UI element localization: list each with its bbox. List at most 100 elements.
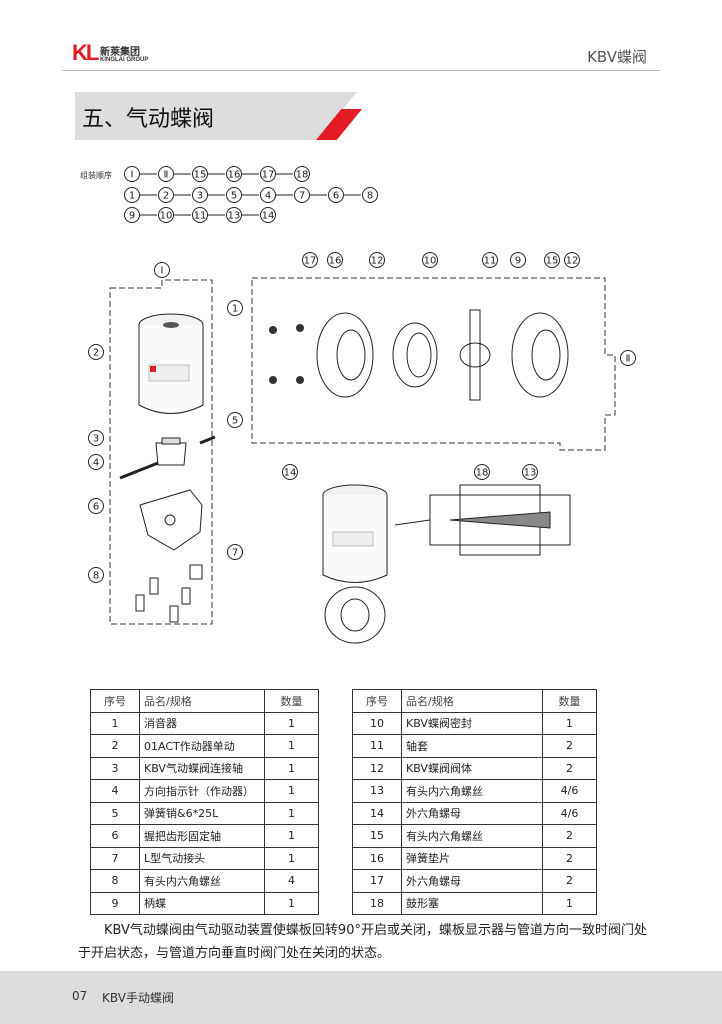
callout-label: 2 xyxy=(93,348,99,359)
callout-label: 14 xyxy=(284,468,297,479)
company-logo: KL 新莱集团 KINGLAI GROUP xyxy=(62,40,172,70)
cell-qty: 1 xyxy=(542,711,597,735)
cell-name: L型气动接头 xyxy=(139,846,265,870)
callout-label: 17 xyxy=(304,256,317,267)
callout-label: 12 xyxy=(371,256,384,267)
callout-label: 16 xyxy=(329,256,342,267)
description-paragraph: KBV气动蝶阀由气动驱动装置使蝶板回转90°开启或关闭，蝶板显示器与管道方向一致… xyxy=(78,923,647,961)
cell-no: 13 xyxy=(352,779,402,803)
cell-qty: 4 xyxy=(264,869,319,893)
col-header-qty: 数量 xyxy=(542,689,597,713)
cell-qty: 1 xyxy=(542,891,597,915)
callout-label: 3 xyxy=(93,434,99,445)
col-header-qty: 数量 xyxy=(264,689,319,713)
sequence-circle xyxy=(124,166,140,182)
sequence-circle xyxy=(260,166,276,182)
cell-no: 10 xyxy=(352,711,402,735)
col-header-no: 序号 xyxy=(90,689,140,713)
cell-qty: 2 xyxy=(542,869,597,893)
cell-no: 11 xyxy=(352,734,402,758)
cell-name: 轴套 xyxy=(401,734,543,758)
section-title: 五、气动蝶阀 xyxy=(82,107,215,132)
sequence-circle xyxy=(226,187,242,203)
callout-circle xyxy=(227,412,243,428)
logo-chinese-name: 新莱集团 xyxy=(100,47,140,58)
cell-name: 外六角螺母 xyxy=(401,869,543,893)
sequence-step-label: 8 xyxy=(367,191,373,202)
callout-circle xyxy=(327,252,343,268)
fittings-illustration xyxy=(135,564,203,623)
callout-circle xyxy=(620,350,636,366)
sequence-circle xyxy=(192,207,208,223)
callout-label: 7 xyxy=(232,548,238,559)
cell-no: 16 xyxy=(352,846,402,870)
sequence-step-label: 7 xyxy=(299,191,305,202)
footer-page-number: 07 xyxy=(72,989,88,1003)
section-title-bar xyxy=(75,92,357,140)
callout-label: 12 xyxy=(566,256,579,267)
cell-no: 17 xyxy=(352,869,402,893)
cell-name: 外六角螺母 xyxy=(401,801,543,825)
cell-no: 5 xyxy=(90,801,140,825)
sequence-step-label: Ⅱ xyxy=(164,170,169,181)
footer-title: KBV手动蝶阀 xyxy=(102,991,174,1005)
cell-name: 方向指示针（作动器） xyxy=(139,779,265,803)
cell-name: 弹簧销&6*25L xyxy=(139,801,265,825)
cell-qty: 1 xyxy=(264,846,319,870)
callout-label: 10 xyxy=(424,256,437,267)
callout-circle xyxy=(369,252,385,268)
cell-qty: 4/6 xyxy=(542,801,597,825)
cell-qty: 1 xyxy=(264,891,319,915)
sequence-circle xyxy=(294,187,310,203)
cell-name: 01ACT作动器单动 xyxy=(139,734,265,758)
sequence-step-label: 6 xyxy=(333,191,339,202)
sequence-step-label: 17 xyxy=(262,170,275,181)
callout-circle xyxy=(302,252,318,268)
sequence-step-label: 9 xyxy=(129,211,135,222)
cell-qty: 1 xyxy=(264,756,319,780)
connecting-shaft-illustration xyxy=(119,435,216,480)
cell-no: 3 xyxy=(90,756,140,780)
callout-circle xyxy=(88,430,104,446)
sequence-step-label: 4 xyxy=(265,191,271,202)
group-ii-box xyxy=(251,277,616,451)
valve-exploded-illustration xyxy=(269,309,569,401)
bracket-illustration xyxy=(139,489,203,551)
cell-no: 12 xyxy=(352,756,402,780)
sequence-step-label: 1 xyxy=(129,191,135,202)
cell-qty: 1 xyxy=(264,734,319,758)
cell-name: KBV气动蝶阀连接轴 xyxy=(139,756,265,780)
cell-name: KBV蝶阀密封 xyxy=(401,711,543,735)
header-divider xyxy=(62,70,660,71)
cell-no: 1 xyxy=(90,711,140,735)
callout-circle xyxy=(154,262,170,278)
logo-english-name: KINGLAI GROUP xyxy=(100,57,149,63)
cell-no: 9 xyxy=(90,891,140,915)
cell-qty: 1 xyxy=(264,824,319,848)
col-header-name: 品名/规格 xyxy=(139,689,265,713)
cell-name: 有头内六角螺丝 xyxy=(139,869,265,893)
group-i-box xyxy=(109,279,213,625)
logo-mark: KL xyxy=(72,40,99,65)
cell-name: KBV蝶阀阀体 xyxy=(401,756,543,780)
cell-qty: 2 xyxy=(542,756,597,780)
assembly-order-label: 组装顺序 xyxy=(80,171,112,180)
callout-circle xyxy=(422,252,438,268)
sequence-circle xyxy=(158,187,174,203)
sequence-circle xyxy=(158,166,174,182)
callout-label: 4 xyxy=(93,458,99,469)
callout-label: 11 xyxy=(484,256,497,267)
